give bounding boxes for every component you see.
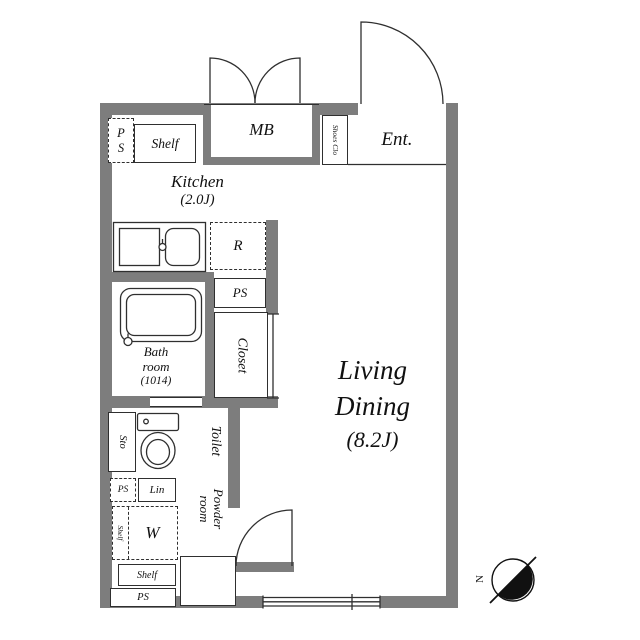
living-dining-label: Living Dining (8.2J) (295, 352, 450, 455)
living-line1: Living (337, 355, 407, 385)
meter-box-floor (211, 104, 312, 157)
pipe-space-small-label: PS (117, 485, 129, 495)
wall-powder-stub (236, 562, 294, 572)
mb-door-left-icon (209, 57, 256, 104)
pipe-space-top: P S (108, 118, 134, 163)
washer-shelf-label: Shelf (114, 513, 126, 553)
mb-door-right-icon (254, 57, 301, 104)
shelf-bottom: Shelf (118, 564, 176, 586)
bathroom-line2: room (142, 358, 170, 374)
wall-closet-right (266, 220, 278, 314)
meter-box-label: MB (249, 120, 274, 140)
toilet-label: Toilet (209, 419, 225, 463)
shoes-closet-text: Shoes Clo (330, 124, 340, 156)
pipe-space-top-label-1: P (117, 125, 125, 140)
compass-north-text: N (474, 575, 487, 583)
powder-door-icon (235, 509, 293, 567)
sto-text: Sto (116, 435, 128, 449)
compass-north-label: N (474, 565, 488, 593)
wall-left (100, 103, 112, 608)
living-line2: Dining (334, 391, 410, 422)
shelf-top-label: Shelf (151, 135, 179, 151)
bathtub-icon (119, 287, 203, 347)
wall-right (446, 103, 458, 608)
powder-room-text: room (197, 495, 212, 523)
entrance-label: Ent. (381, 128, 413, 150)
wall-kitchen-bath (100, 272, 208, 282)
wall-powder-right (228, 408, 240, 508)
powder-text: Powder (210, 488, 226, 530)
living-size: (8.2J) (346, 426, 399, 452)
refrigerator-space: R (210, 222, 266, 270)
linen-label: Lin (149, 484, 165, 496)
shelf-bottom-label: Shelf (137, 569, 157, 581)
closet-text: Closet (234, 337, 250, 374)
bath-door (150, 397, 202, 407)
pipe-space-bottom-label: PS (137, 592, 149, 603)
kitchen-name: Kitchen (171, 172, 224, 191)
shelf-top: Shelf (134, 124, 196, 163)
wall-top-mid (320, 103, 358, 115)
refrigerator-label: R (233, 237, 243, 254)
closet-label: Closet (234, 326, 249, 386)
wall-top-left (100, 103, 203, 115)
pipe-space-bottom: PS (110, 588, 176, 607)
pipe-space-mid-label: PS (232, 285, 248, 300)
storage-sto-label: Sto (115, 424, 129, 460)
pipe-space-mid: PS (214, 278, 266, 308)
shoes-closet-label: Shoes Clo (329, 122, 341, 158)
vanity-cabinet (180, 556, 236, 606)
wall-bath-right (205, 272, 214, 406)
shoes-closet (322, 115, 348, 165)
kitchen-counter-icon (112, 221, 207, 273)
toilet-icon (136, 412, 180, 470)
entrance-area: Ent. (348, 115, 446, 165)
storage-sto (108, 412, 136, 472)
washer-shelf-text: Shelf (115, 525, 125, 541)
bathroom-line1: Bath (143, 344, 169, 359)
washer-label: W (145, 523, 160, 542)
powder-room-label: Powder room (197, 481, 226, 537)
bathroom-size: (1014) (140, 374, 172, 387)
kitchen-size: (2.0J) (180, 191, 215, 208)
bathroom-label: Bath room (1014) (118, 344, 194, 388)
window-icon (262, 594, 381, 610)
washer-shelf-divider (128, 507, 129, 559)
linen-box: Lin (138, 478, 176, 502)
pipe-space-small: PS (110, 478, 136, 502)
washer-space: W (112, 506, 178, 560)
kitchen-label: Kitchen (2.0J) (145, 172, 250, 208)
wall-bottom-right (380, 596, 458, 608)
closet-door-icon (267, 313, 279, 399)
closet (214, 312, 268, 398)
toilet-text: Toilet (209, 425, 225, 457)
entrance-door-icon (360, 21, 444, 105)
pipe-space-top-label-2: S (117, 140, 125, 155)
meter-box-label-wrap: MB (203, 108, 320, 152)
compass-icon (489, 556, 537, 604)
